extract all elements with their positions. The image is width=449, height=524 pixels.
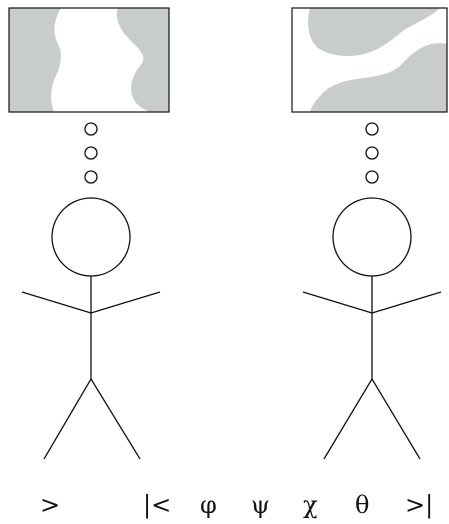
left-head bbox=[52, 198, 130, 276]
left-thought-bubble bbox=[85, 147, 97, 159]
symbol-chi: χ bbox=[303, 493, 318, 517]
symbol-greater-than: > bbox=[40, 493, 60, 517]
symbol-bar-less-than: |< bbox=[143, 493, 171, 517]
left-arm-left bbox=[22, 292, 91, 313]
symbol-theta: θ bbox=[355, 493, 369, 517]
right-head bbox=[333, 198, 411, 276]
symbol-psi: ψ bbox=[251, 493, 270, 517]
left-arm-right bbox=[91, 292, 160, 313]
right-figure bbox=[303, 123, 441, 459]
right-thought-bubble bbox=[366, 147, 378, 159]
left-thought-bubble bbox=[85, 123, 97, 135]
left-leg-left bbox=[44, 379, 91, 459]
symbol-greater-than-bar: >| bbox=[405, 493, 433, 517]
right-arm-left bbox=[303, 292, 372, 313]
left-figure bbox=[22, 123, 160, 459]
left-thought-map bbox=[9, 8, 169, 112]
right-thought-map bbox=[292, 8, 447, 112]
symbol-phi: φ bbox=[200, 493, 217, 517]
right-thought-bubble bbox=[366, 123, 378, 135]
left-thought-bubble bbox=[85, 171, 97, 183]
right-arm-right bbox=[372, 292, 441, 313]
right-thought-bubble bbox=[366, 171, 378, 183]
right-leg-left bbox=[324, 379, 372, 459]
left-leg-right bbox=[91, 379, 140, 459]
right-leg-right bbox=[372, 379, 420, 459]
